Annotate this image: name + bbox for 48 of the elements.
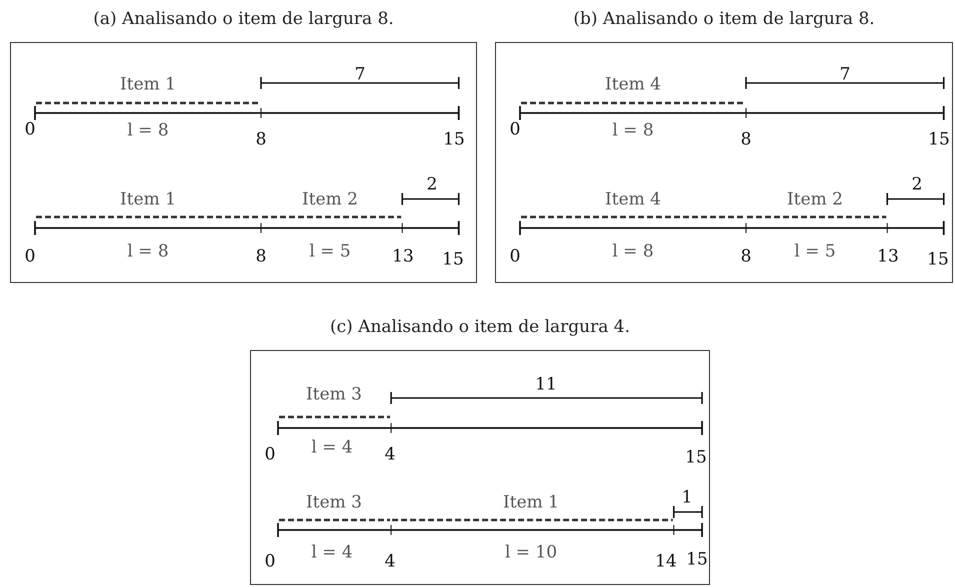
item-width: l = 8: [127, 122, 169, 140]
item-label: Item 2: [787, 190, 843, 210]
item-width: l = 5: [794, 242, 836, 262]
item-label: Item 2: [302, 190, 358, 210]
gap-width: 2: [426, 176, 438, 194]
item-label: Item 3: [306, 386, 362, 404]
position-number: 4: [384, 552, 396, 572]
position-number: 0: [510, 120, 520, 140]
position-number: 0: [24, 248, 36, 266]
position-number: 15: [928, 130, 950, 150]
gap-width: 2: [912, 176, 922, 194]
item-width: l = 10: [504, 544, 558, 562]
panel-caption: (c) Analisando o item de largura 4.: [328, 317, 631, 337]
position-number: 15: [927, 250, 949, 270]
position-number: 8: [256, 248, 266, 266]
position-number: 13: [877, 248, 899, 266]
item-width: l = 4: [311, 544, 353, 562]
panel-caption: (b) Analisando o item de largura 8.: [572, 9, 876, 29]
gap-width: 1: [682, 488, 692, 508]
item-label: Item 1: [503, 494, 559, 512]
item-label: Item 1: [120, 190, 176, 210]
item-width: l = 8: [127, 242, 169, 262]
position-number: 8: [740, 130, 752, 150]
position-number: 15: [685, 448, 707, 468]
item-label: Item 3: [306, 494, 362, 512]
item-width: l = 5: [309, 242, 351, 262]
item-width: l = 8: [612, 242, 654, 262]
position-number: 0: [510, 248, 520, 266]
item-width: l = 8: [612, 122, 654, 140]
gap-width: 7: [354, 66, 366, 84]
item-label: Item 4: [605, 190, 661, 210]
gap-width: 7: [840, 66, 850, 84]
position-number: 8: [256, 130, 266, 150]
item-width: l = 4: [311, 438, 353, 458]
position-number: 14: [655, 552, 677, 572]
position-number: 0: [24, 120, 36, 140]
position-number: 0: [264, 552, 276, 572]
item-label: Item 1: [120, 76, 176, 94]
position-number: 8: [740, 248, 752, 266]
position-number: 13: [392, 248, 414, 266]
position-number: 4: [384, 446, 396, 464]
position-number: 15: [443, 130, 465, 150]
item-label: Item 4: [605, 76, 661, 94]
panel-caption: (a) Analisando o item de largura 8.: [92, 9, 395, 29]
position-number: 15: [442, 250, 464, 270]
position-number: 15: [686, 550, 708, 570]
position-number: 0: [264, 446, 276, 464]
gap-width: 11: [535, 376, 557, 394]
